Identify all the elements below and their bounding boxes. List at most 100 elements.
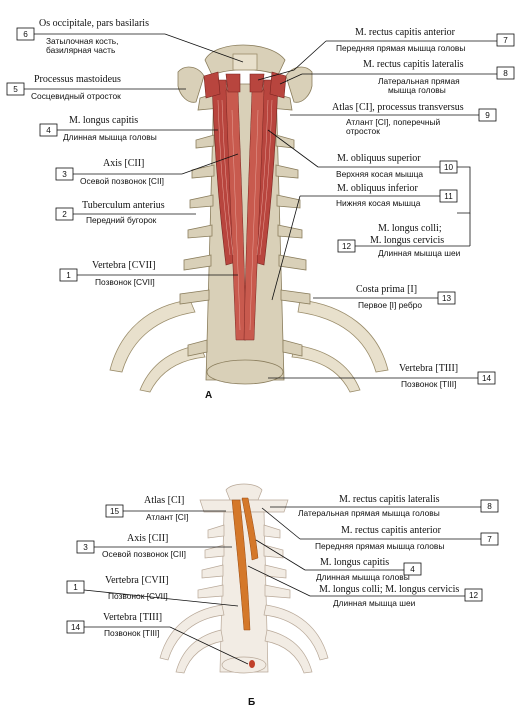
svg-text:Затылочная кость,: Затылочная кость,: [46, 36, 118, 46]
svg-text:10: 10: [444, 163, 454, 172]
svg-text:M. longus capitis: M. longus capitis: [69, 115, 138, 126]
svg-text:1: 1: [66, 271, 71, 280]
svg-text:Atlas [CI], processus transver: Atlas [CI], processus transversus: [332, 102, 464, 113]
svg-text:1: 1: [73, 583, 78, 592]
svg-text:11: 11: [444, 192, 453, 201]
b-occipital: [225, 483, 263, 501]
b-marker-tiii: [249, 660, 255, 668]
panel-label-b: Б: [248, 697, 255, 708]
svg-text:Латеральная прямая мышца голов: Латеральная прямая мышца головы: [298, 508, 440, 518]
svg-text:4: 4: [46, 126, 51, 135]
label-2: 2 Tuberculum anterius Передний бугорок: [55, 200, 196, 225]
svg-text:Передняя прямая мышца головы: Передняя прямая мышца головы: [336, 43, 465, 53]
b-left-rib-1: [159, 604, 225, 661]
svg-text:3: 3: [83, 543, 88, 552]
svg-text:базилярная часть: базилярная часть: [46, 45, 116, 55]
svg-text:M. longus colli; M. longus cer: M. longus colli; M. longus cervicis: [319, 584, 459, 595]
svg-text:Атлант [CI]: Атлант [CI]: [146, 512, 188, 522]
label-5: 5 Processus mastoideus Сосцевидный отрос…: [6, 74, 186, 101]
right-mastoid: [285, 66, 313, 103]
svg-text:Vertebra [CVII]: Vertebra [CVII]: [105, 575, 169, 586]
svg-text:7: 7: [503, 36, 508, 45]
label-6: 6 Os occipitale, pars basilaris Затылочн…: [16, 18, 244, 63]
svg-text:Axis [CII]: Axis [CII]: [127, 533, 168, 544]
label-b-14: 14 Vertebra [TIII] Позвонок [TIII]: [66, 612, 249, 665]
left-mastoid: [177, 66, 205, 103]
left-first-rib: [109, 299, 196, 373]
label-8: 8 M. rectus capitis lateralis Латеральна…: [279, 59, 515, 95]
svg-text:Atlas [CI]: Atlas [CI]: [144, 495, 184, 506]
svg-text:Нижняя косая мышца: Нижняя косая мышца: [336, 198, 421, 208]
svg-text:M. longus cervicis: M. longus cervicis: [370, 235, 444, 246]
svg-text:M. obliquus inferior: M. obliquus inferior: [337, 183, 418, 194]
label-3: 3 Axis [CII] Осевой позвонок [CII]: [55, 153, 239, 186]
left-second-rib: [139, 344, 206, 393]
b-left-rib-2: [175, 629, 224, 674]
svg-text:Axis [CII]: Axis [CII]: [103, 158, 144, 169]
b-vertebra-tiii: [221, 656, 267, 674]
svg-text:8: 8: [487, 502, 492, 511]
svg-text:M. rectus capitis lateralis: M. rectus capitis lateralis: [363, 59, 464, 70]
svg-text:M. obliquus superior: M. obliquus superior: [337, 153, 421, 164]
svg-text:Передний бугорок: Передний бугорок: [86, 215, 157, 225]
right-first-rib: [297, 299, 389, 373]
basilar-cut: [232, 53, 258, 71]
svg-text:13: 13: [442, 294, 452, 303]
svg-text:3: 3: [62, 170, 67, 179]
svg-text:Processus mastoideus: Processus mastoideus: [34, 74, 121, 85]
svg-text:Первое [I] ребро: Первое [I] ребро: [358, 300, 422, 310]
illustration-b: [159, 483, 329, 674]
b-transverse-processes: [197, 524, 291, 599]
label-13: 13 Costa prima [I] Первое [I] ребро: [313, 284, 456, 310]
svg-text:M. longus colli;: M. longus colli;: [378, 223, 442, 234]
right-rectus-capitis-lateralis: [269, 71, 287, 99]
svg-text:Позвонок [TIII]: Позвонок [TIII]: [401, 379, 456, 389]
svg-text:M. rectus capitis anterior: M. rectus capitis anterior: [355, 27, 456, 38]
label-b-1: 1 Vertebra [CVII] Позвонок [CVII]: [66, 575, 239, 607]
svg-text:5: 5: [13, 85, 18, 94]
svg-text:8: 8: [503, 69, 508, 78]
svg-text:6: 6: [23, 30, 28, 39]
svg-text:Осевой позвонок [CII]: Осевой позвонок [CII]: [102, 549, 186, 559]
vertebra-tiii-body: [206, 359, 284, 385]
svg-text:12: 12: [469, 591, 479, 600]
svg-text:Os occipitale, pars basilaris: Os occipitale, pars basilaris: [39, 18, 149, 29]
label-b-4: 4 M. longus capitis Длинная мышца головы: [255, 539, 422, 582]
svg-text:14: 14: [482, 374, 492, 383]
svg-text:Латеральная прямая: Латеральная прямая: [378, 76, 460, 86]
label-12: 12 M. longus colli; M. longus cervicis Д…: [337, 213, 471, 258]
svg-text:9: 9: [485, 111, 490, 120]
panel-label-a: A: [205, 390, 212, 401]
svg-text:Осевой позвонок [CII]: Осевой позвонок [CII]: [80, 176, 164, 186]
b-longus-colli: [231, 499, 251, 631]
svg-text:Позвонок [CVII]: Позвонок [CVII]: [108, 591, 168, 601]
svg-text:12: 12: [342, 242, 352, 251]
svg-text:2: 2: [62, 210, 67, 219]
svg-text:Vertebra [CVII]: Vertebra [CVII]: [92, 260, 156, 271]
svg-text:Длинная мышца головы: Длинная мышца головы: [316, 572, 410, 582]
label-1: 1 Vertebra [CVII] Позвонок [CVII]: [59, 260, 238, 287]
svg-text:Атлант [CI], поперечный: Атлант [CI], поперечный: [346, 117, 440, 127]
label-b-15: 15 Atlas [CI] Атлант [CI]: [105, 495, 226, 522]
label-14: 14 Vertebra [TIII] Позвонок [TIII]: [268, 363, 496, 389]
right-rectus-capitis-anterior: [249, 73, 265, 93]
label-b-12: 12 M. longus colli; M. longus cervicis Д…: [247, 565, 483, 608]
svg-text:M. longus capitis: M. longus capitis: [320, 557, 389, 568]
label-4: 4 M. longus capitis Длинная мышца головы: [39, 115, 218, 142]
label-10: 10 M. obliquus superior Верхняя косая мы…: [267, 129, 458, 179]
svg-text:15: 15: [110, 507, 120, 516]
b-right-rib-2: [264, 629, 313, 674]
svg-text:Длинная мышца шеи: Длинная мышца шеи: [333, 598, 416, 608]
left-rectus-capitis-lateralis: [203, 71, 221, 99]
svg-text:Позвонок [TIII]: Позвонок [TIII]: [104, 628, 159, 638]
label-7: 7 M. rectus capitis anterior Передняя пр…: [257, 27, 515, 81]
cervical-transverse-processes: [179, 134, 311, 357]
b-longus-capitis: [241, 497, 259, 561]
svg-text:Tuberculum anterius: Tuberculum anterius: [82, 200, 165, 211]
svg-text:отросток: отросток: [346, 126, 380, 136]
svg-text:Vertebra [TIII]: Vertebra [TIII]: [103, 612, 162, 623]
label-9: 9 Atlas [CI], processus transversus Атла…: [290, 102, 497, 136]
right-second-rib: [291, 344, 361, 393]
